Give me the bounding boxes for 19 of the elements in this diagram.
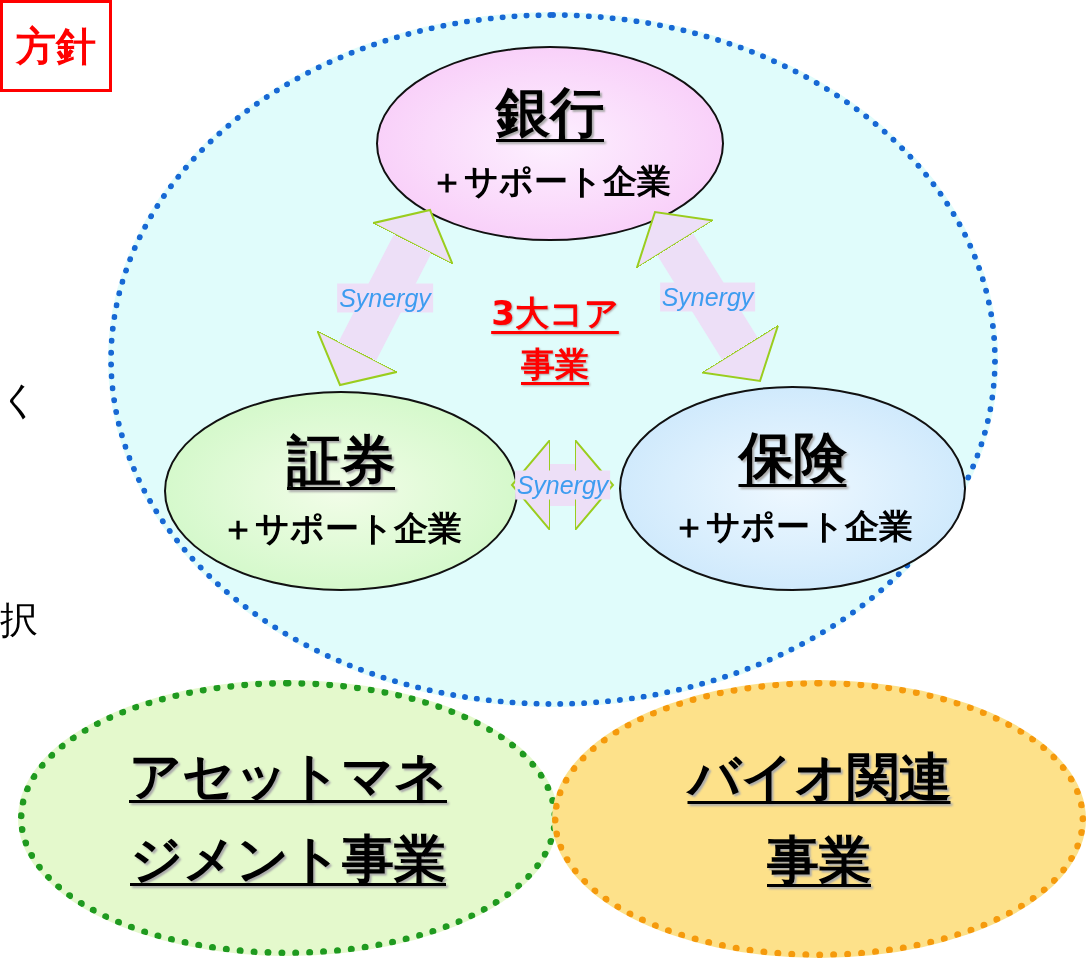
heading-text: 方針 xyxy=(16,21,96,71)
business-subtitle: ＋サポート企業 xyxy=(672,504,913,548)
business-title: 銀行 xyxy=(496,82,604,145)
business-title: 保険 xyxy=(738,427,847,490)
business-title: アセットマネジメント事業 xyxy=(128,744,448,891)
edge-label: Synergy xyxy=(514,470,611,500)
synergy-arrow xyxy=(635,211,780,382)
business-subtitle: ＋サポート企業 xyxy=(220,507,462,551)
edge-label: Synergy xyxy=(337,283,433,312)
heading-box xyxy=(0,0,112,92)
side-text: 択 xyxy=(0,597,38,644)
synergy-arrow xyxy=(511,439,614,531)
business-subtitle: ＋サポート企業 xyxy=(429,159,671,203)
side-text: く xyxy=(0,377,39,424)
synergy-arrow xyxy=(316,209,454,386)
edge-label: Synergy xyxy=(659,282,756,311)
core-label: 3大コア事業 xyxy=(490,292,620,386)
business-title: 証券 xyxy=(287,429,395,493)
business-title: バイオ関連事業 xyxy=(685,745,952,892)
